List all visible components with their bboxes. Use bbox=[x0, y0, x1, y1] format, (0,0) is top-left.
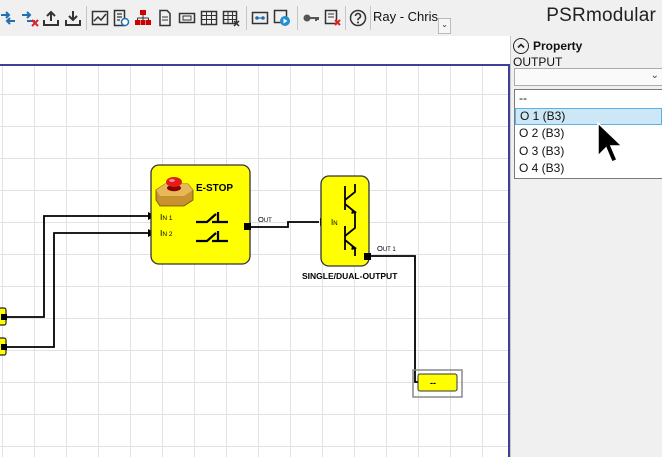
wire-estop-out bbox=[250, 221, 319, 228]
emergency-stop-icon bbox=[155, 177, 194, 207]
property-panel: Property OUTPUT ⌄ -- O 1 (B3) O 2 (B3) O… bbox=[510, 36, 662, 457]
connect-icon[interactable] bbox=[0, 8, 18, 28]
property-header: Property bbox=[513, 36, 582, 56]
output-in-label: IN bbox=[331, 218, 338, 227]
estop-block[interactable]: E-STOP IN 1 IN 2 OUT bbox=[150, 164, 272, 265]
download-icon[interactable] bbox=[63, 8, 83, 28]
mouse-cursor-icon bbox=[597, 122, 624, 163]
output-select[interactable]: ⌄ bbox=[514, 68, 662, 86]
option-item[interactable]: O 2 (B3) bbox=[519, 126, 565, 140]
output-options-list[interactable]: -- O 1 (B3) O 2 (B3) O 3 (B3) O 4 (B3) bbox=[514, 89, 662, 179]
upload-icon[interactable] bbox=[41, 8, 61, 28]
editor-area bbox=[0, 36, 510, 457]
wires bbox=[6, 215, 419, 383]
output-terminal[interactable]: -- bbox=[412, 369, 463, 398]
wire-input-a bbox=[6, 215, 148, 318]
user-dropdown-button[interactable]: ⌄ bbox=[438, 18, 451, 34]
key-icon[interactable] bbox=[301, 8, 321, 28]
option-item[interactable]: O 3 (B3) bbox=[519, 143, 565, 158]
input-block-1[interactable] bbox=[0, 307, 7, 326]
estop-title: E-STOP bbox=[196, 183, 233, 194]
document-icon[interactable] bbox=[155, 8, 175, 28]
estop-in2-label: IN 2 bbox=[160, 228, 173, 238]
user-delete-icon[interactable] bbox=[323, 8, 343, 28]
chevron-down-icon: ⌄ bbox=[650, 70, 659, 81]
input-block-2[interactable] bbox=[0, 337, 7, 356]
chevron-up-icon bbox=[517, 43, 525, 49]
wire-input-b bbox=[6, 232, 148, 348]
transistor-icon bbox=[344, 184, 358, 256]
logic-canvas[interactable] bbox=[0, 64, 510, 457]
output-block-label: SINGLE/DUAL-OUTPUT bbox=[302, 271, 398, 281]
estop-out-port[interactable] bbox=[244, 223, 251, 230]
estop-in1-label: IN 1 bbox=[160, 212, 173, 222]
switch-icon[interactable] bbox=[250, 8, 270, 28]
monitor-icon[interactable] bbox=[90, 8, 110, 28]
table-edit-icon[interactable] bbox=[221, 8, 241, 28]
nc-contact-icon bbox=[196, 212, 228, 243]
option-item-selected[interactable]: O 1 (B3) bbox=[515, 107, 662, 125]
table-icon[interactable] bbox=[199, 8, 219, 28]
logic-diagram: E-STOP IN 1 IN 2 OUT IN OUT 1 SINGLE/DUA… bbox=[0, 164, 463, 398]
chevron-down-icon: ⌄ bbox=[441, 20, 448, 29]
disconnect-icon[interactable] bbox=[20, 8, 40, 28]
output-field-label: OUTPUT bbox=[513, 55, 563, 69]
app-title: PSRmodular bbox=[546, 5, 656, 26]
toolbar: Ray - Chris ⌄ PSRmodular bbox=[0, 0, 662, 37]
output-block[interactable]: IN OUT 1 SINGLE/DUAL-OUTPUT bbox=[302, 175, 398, 281]
help-icon[interactable] bbox=[348, 8, 368, 28]
property-title: Property bbox=[533, 39, 583, 53]
estop-out-label: OUT bbox=[258, 215, 272, 224]
network-icon[interactable] bbox=[133, 8, 153, 28]
output-out-label: OUT 1 bbox=[377, 244, 396, 253]
simulate-icon[interactable] bbox=[272, 8, 292, 28]
report-icon[interactable] bbox=[111, 8, 131, 28]
option-item[interactable]: O 4 (B3) bbox=[519, 161, 565, 175]
wire-output-out bbox=[370, 255, 419, 383]
current-user: Ray - Chris bbox=[373, 9, 439, 24]
output-out-port[interactable] bbox=[364, 253, 371, 260]
option-item[interactable]: -- bbox=[519, 91, 527, 105]
collapse-button[interactable] bbox=[513, 38, 529, 54]
module-icon[interactable] bbox=[177, 8, 197, 28]
terminal-label: -- bbox=[430, 378, 436, 388]
